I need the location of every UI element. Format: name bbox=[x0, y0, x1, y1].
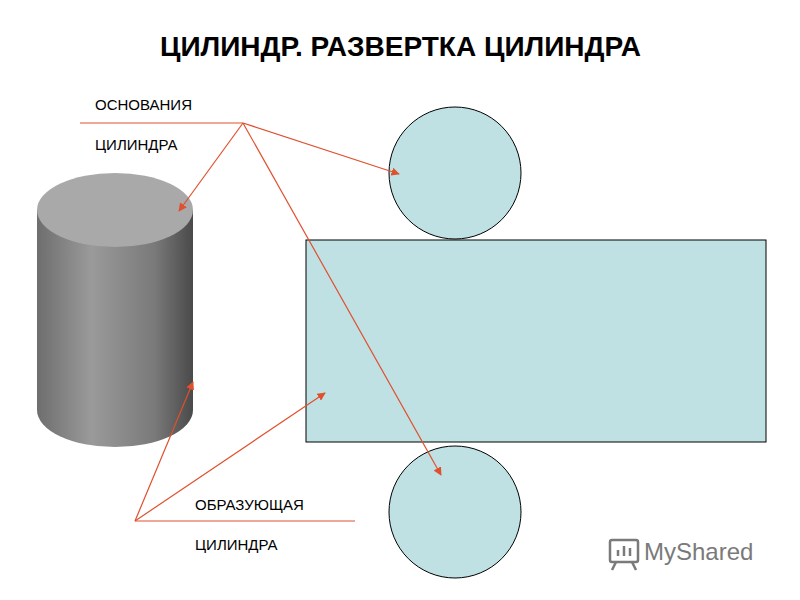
cylinder bbox=[37, 173, 193, 447]
callout-label: ОБРАЗУЮЩАЯ ЦИЛИНДРА bbox=[195, 485, 315, 565]
leader-lines bbox=[80, 123, 441, 521]
callout-label: ОСНОВАНИЯ ЦИЛИНДРА bbox=[95, 85, 215, 165]
diagram-title: ЦИЛИНДР. РАЗВЕРТКА ЦИЛИНДРА bbox=[160, 31, 641, 63]
net bbox=[306, 107, 766, 578]
watermark: MyShared bbox=[644, 538, 753, 566]
watermark-icon bbox=[610, 540, 638, 570]
